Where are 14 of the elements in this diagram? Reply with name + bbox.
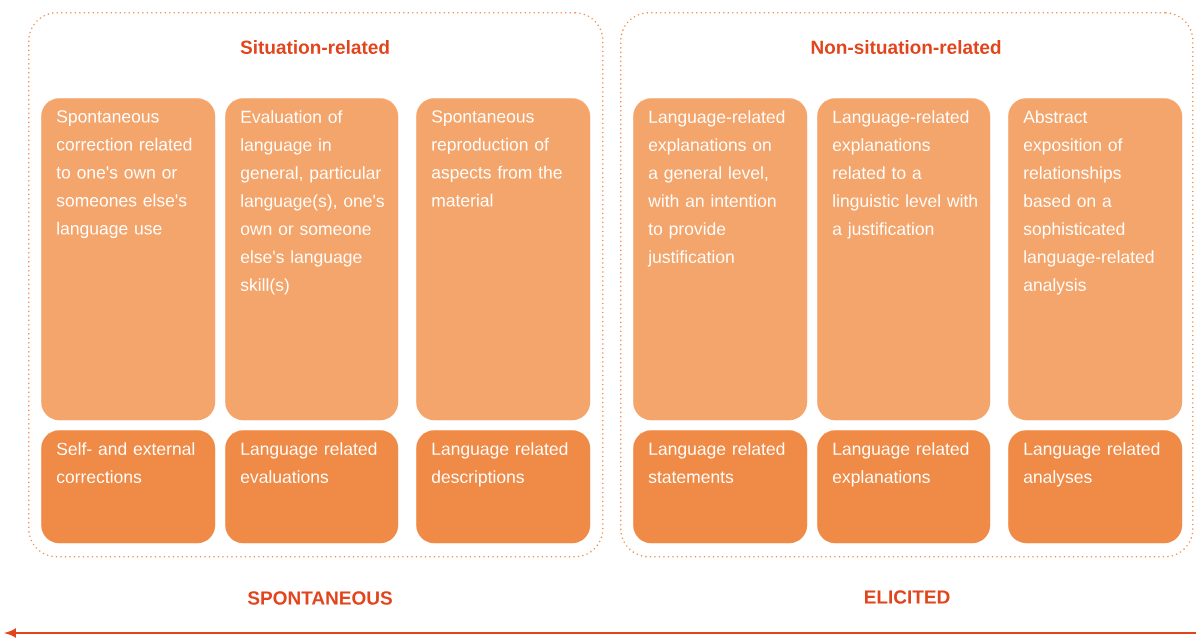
text-box: Self- and external corrections xyxy=(41,430,216,544)
text-box: Language related descriptions xyxy=(416,430,591,544)
text-box: Language related explanations xyxy=(817,430,991,544)
text-box: Evaluation of language in general, particular language(s), one's own or someone else's language skill(s) xyxy=(225,98,399,421)
text-box: Abstract exposition of relationships based on a sophisticated language-related analysis xyxy=(1008,98,1183,421)
text-box: Language related statements xyxy=(633,430,808,544)
text-box: Language-related explanations related to a linguistic level with a justification xyxy=(817,98,991,421)
axis-label: ELICITED xyxy=(865,590,950,604)
text-box: Language related evaluations xyxy=(225,430,399,544)
text-box: Spontaneous reproduction of aspects from the material xyxy=(416,98,591,421)
text-box: Language related analyses xyxy=(1008,430,1183,544)
text-box: Spontaneous correction related to one's own or someones else's language use xyxy=(41,98,216,421)
axis-label: SPONTANEOUS xyxy=(247,591,392,605)
text-box: Language-related explanations on a general level, with an intention to provide justification xyxy=(633,98,808,421)
